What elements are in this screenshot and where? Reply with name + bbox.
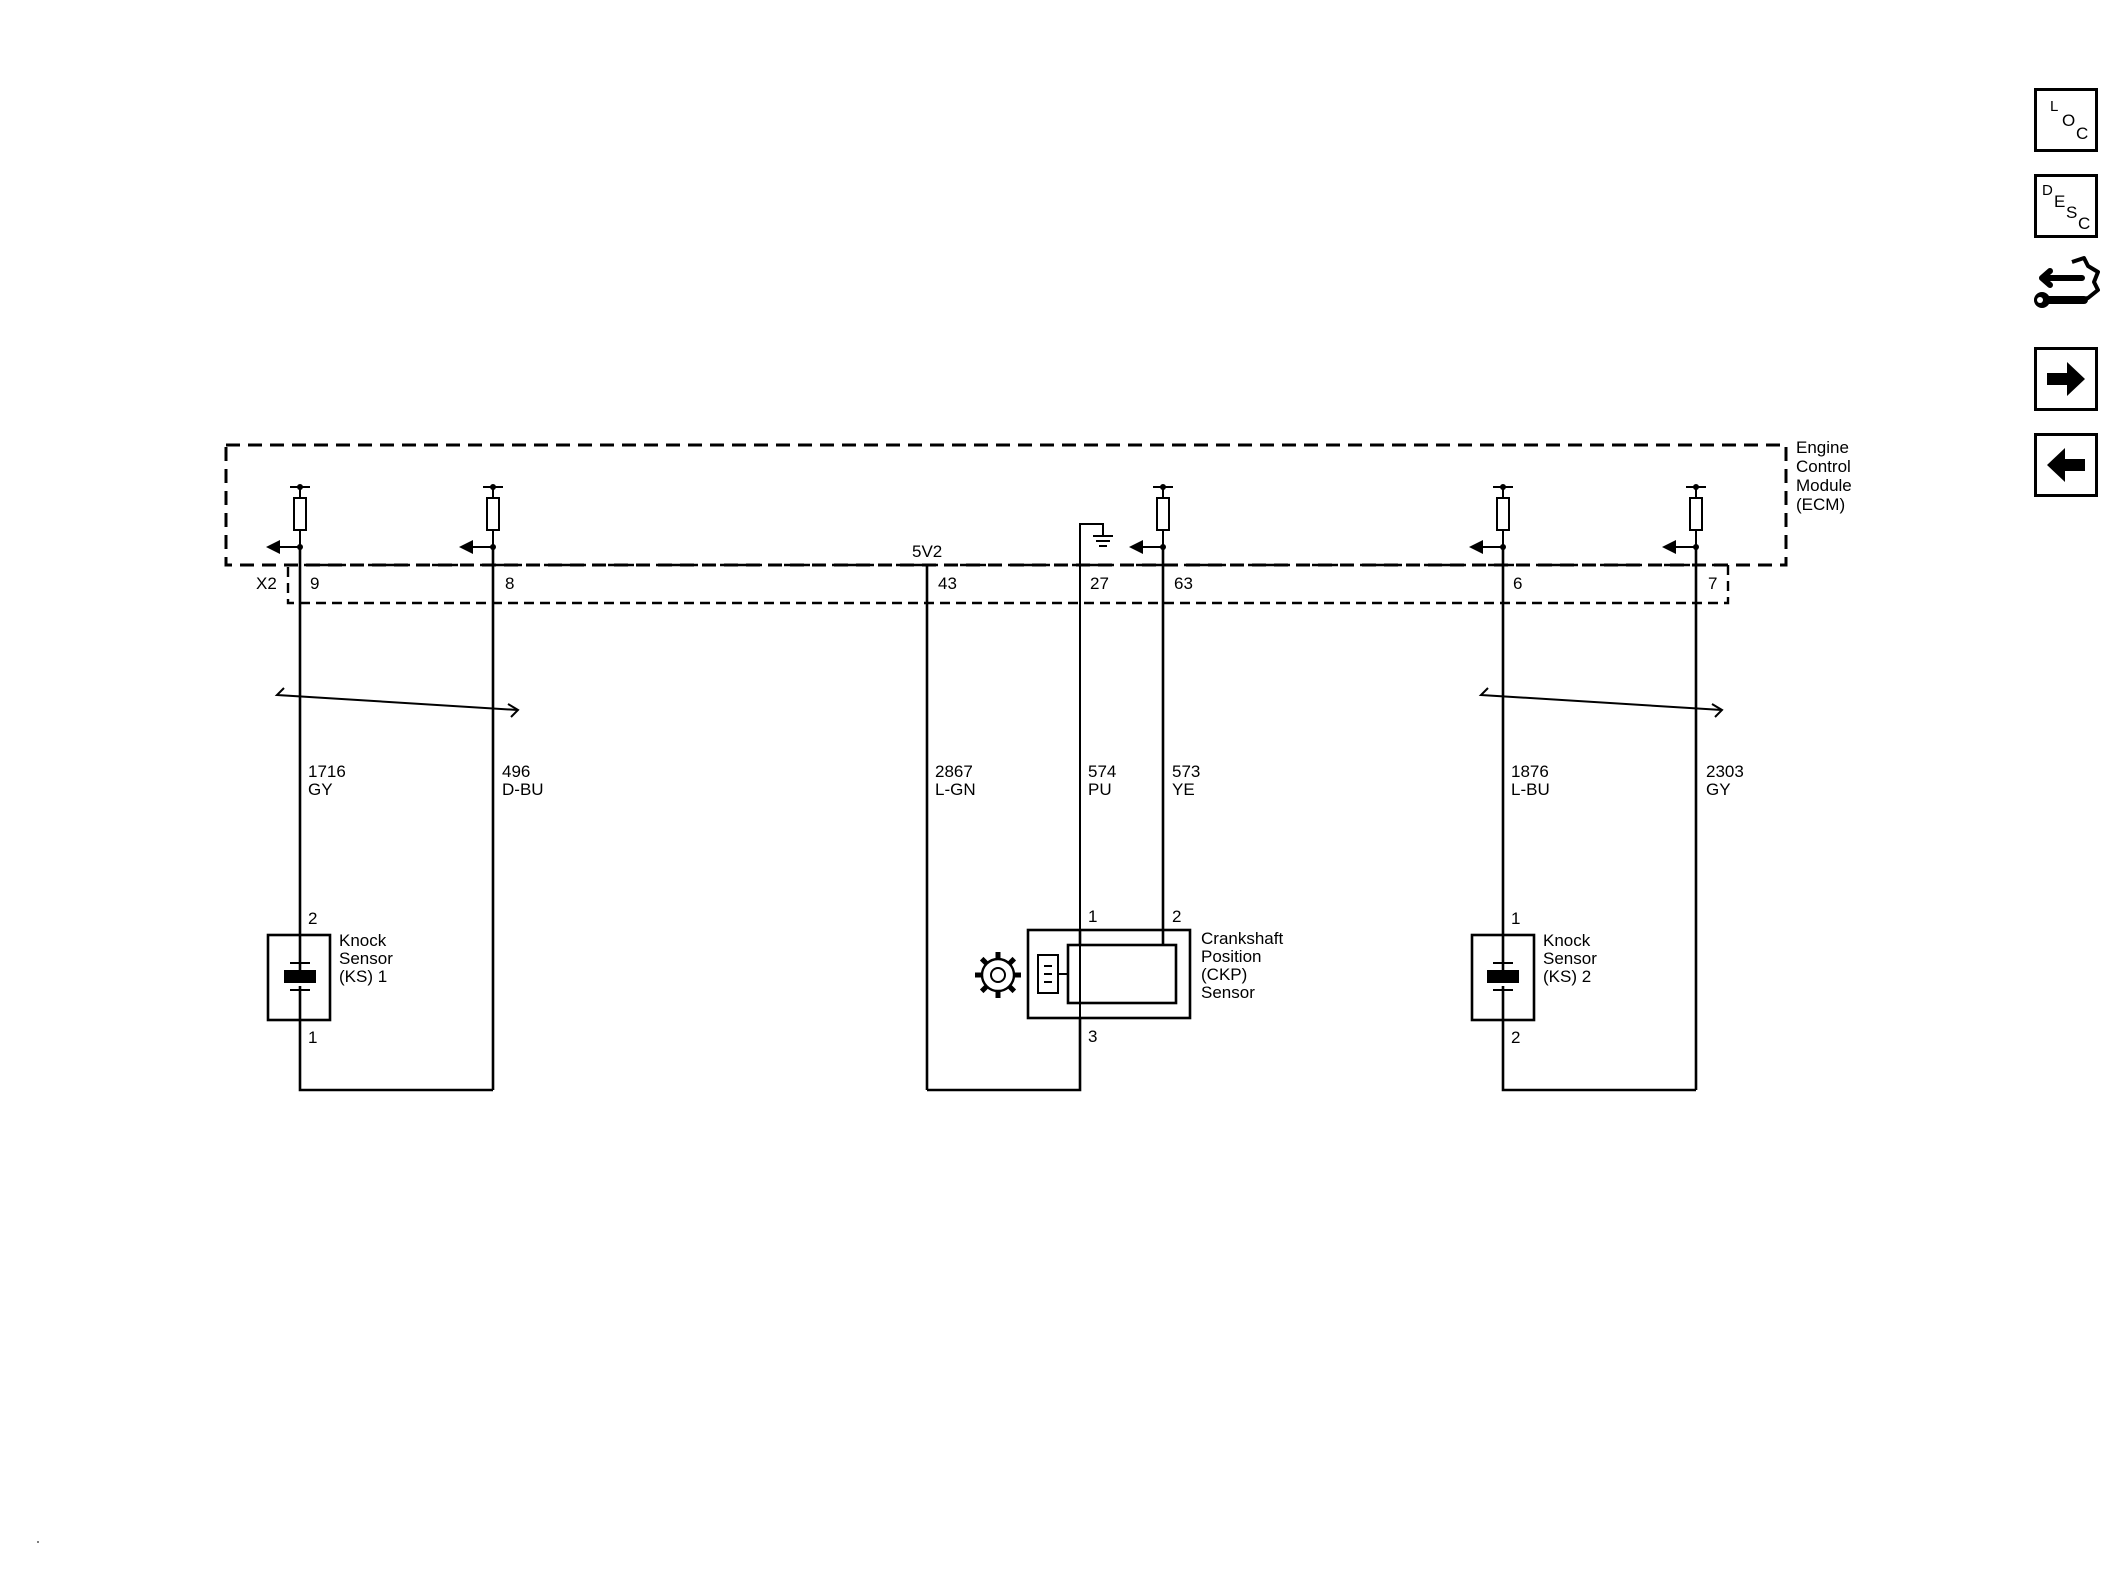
svg-text:Knock: Knock: [1543, 931, 1591, 950]
svg-text:2: 2: [308, 909, 317, 928]
connector-wrench-button[interactable]: [2032, 254, 2102, 326]
svg-text:Control: Control: [1796, 457, 1851, 476]
ecm-boundary: [224, 443, 1788, 567]
loc-letter: C: [2076, 124, 2089, 143]
desc-button[interactable]: D E S C: [2034, 174, 2098, 238]
wire-label-color: L-GN: [935, 780, 976, 799]
ks2-return: [1501, 1020, 1696, 1092]
knock-sensor-1: 2 1 Knock Sensor (KS) 1: [266, 909, 393, 1047]
desc-icon: D E S C: [2037, 177, 2095, 235]
svg-text:Engine: Engine: [1796, 438, 1849, 457]
next-button[interactable]: [2034, 347, 2098, 411]
wire-label-color: L-BU: [1511, 780, 1550, 799]
wire-label-circuit: 496: [502, 762, 530, 781]
ecm-input-symbol-63: [1129, 484, 1173, 554]
supply-5v2-label: 5V2: [912, 542, 942, 561]
ckp-sensor: 1 2 3 Crankshaft Position (CKP) Sensor: [1026, 907, 1283, 1046]
connector-wrench-icon: [2034, 256, 2100, 308]
svg-text:1: 1: [1088, 907, 1097, 926]
loc-icon: L O C: [2037, 91, 2095, 149]
svg-text:Position: Position: [1201, 947, 1261, 966]
connector-label: X2: [256, 574, 277, 593]
previous-button[interactable]: [2034, 433, 2098, 497]
wire-label-circuit: 2303: [1706, 762, 1744, 781]
wire-label-color: YE: [1172, 780, 1195, 799]
svg-text:(CKP): (CKP): [1201, 965, 1247, 984]
twisted-pair-mark-1: [274, 687, 520, 718]
knock-sensor-2: 1 2 Knock Sensor (KS) 2: [1470, 909, 1597, 1047]
gear-icon: [975, 952, 1021, 998]
wire-label-circuit: 573: [1172, 762, 1200, 781]
svg-text:1: 1: [308, 1028, 317, 1047]
desc-letter: D: [2042, 182, 2053, 199]
ecm-input-symbol-8: [459, 484, 503, 554]
ks1-return: [298, 1020, 493, 1092]
ckp-return: [927, 1017, 1082, 1092]
x2-connector-boundary: [286, 563, 1730, 605]
loc-letter: O: [2062, 111, 2076, 130]
svg-text:Module: Module: [1796, 476, 1852, 495]
loc-letter: L: [2050, 98, 2059, 115]
svg-text:2: 2: [1511, 1028, 1520, 1047]
ecm-input-symbol-9: [266, 484, 310, 554]
pin-8: 8: [505, 574, 514, 593]
svg-text:1: 1: [1511, 909, 1520, 928]
pin-7: 7: [1708, 574, 1717, 593]
svg-text:3: 3: [1088, 1027, 1097, 1046]
pin-6: 6: [1513, 574, 1522, 593]
pin-63: 63: [1174, 574, 1193, 593]
arrow-right-icon: [2047, 362, 2085, 396]
loc-button[interactable]: L O C: [2034, 88, 2098, 152]
pin-9: 9: [310, 574, 319, 593]
desc-letter: S: [2066, 203, 2078, 222]
wire-label-color: D-BU: [502, 780, 544, 799]
ecm-label: Engine Control Module (ECM): [1796, 438, 1852, 514]
desc-letter: E: [2054, 192, 2066, 211]
stray-dot: [37, 1541, 39, 1543]
wire-label-color: GY: [308, 780, 333, 799]
wire-label-circuit: 574: [1088, 762, 1116, 781]
wire-label-circuit: 2867: [935, 762, 973, 781]
svg-text:2: 2: [1172, 907, 1181, 926]
wire-label-circuit: 1876: [1511, 762, 1549, 781]
svg-text:(ECM): (ECM): [1796, 495, 1845, 514]
svg-text:Crankshaft: Crankshaft: [1201, 929, 1283, 948]
desc-letter: C: [2078, 214, 2091, 233]
wire-label-circuit: 1716: [308, 762, 346, 781]
wire-label-color: PU: [1088, 780, 1112, 799]
svg-text:Sensor: Sensor: [1543, 949, 1597, 968]
ecm-input-symbol-6: [1469, 484, 1513, 554]
svg-text:Sensor: Sensor: [339, 949, 393, 968]
wire-label-color: GY: [1706, 780, 1731, 799]
ground-icon: [1079, 523, 1113, 1090]
svg-text:(KS) 1: (KS) 1: [339, 967, 387, 986]
arrow-left-icon: [2047, 448, 2085, 482]
twisted-pair-mark-2: [1478, 687, 1724, 718]
svg-text:Sensor: Sensor: [1201, 983, 1255, 1002]
svg-text:(KS) 2: (KS) 2: [1543, 967, 1591, 986]
pin-27: 27: [1090, 574, 1109, 593]
ecm-input-symbol-7: [1662, 484, 1706, 554]
svg-text:Knock: Knock: [339, 931, 387, 950]
pin-43: 43: [938, 574, 957, 593]
